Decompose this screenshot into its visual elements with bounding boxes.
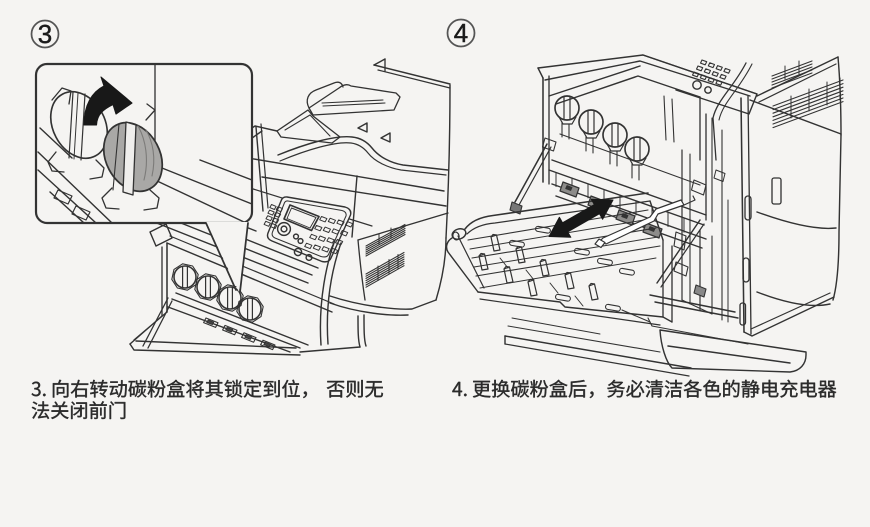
svg-text:4: 4 <box>454 18 468 48</box>
svg-text:3: 3 <box>38 19 52 49</box>
